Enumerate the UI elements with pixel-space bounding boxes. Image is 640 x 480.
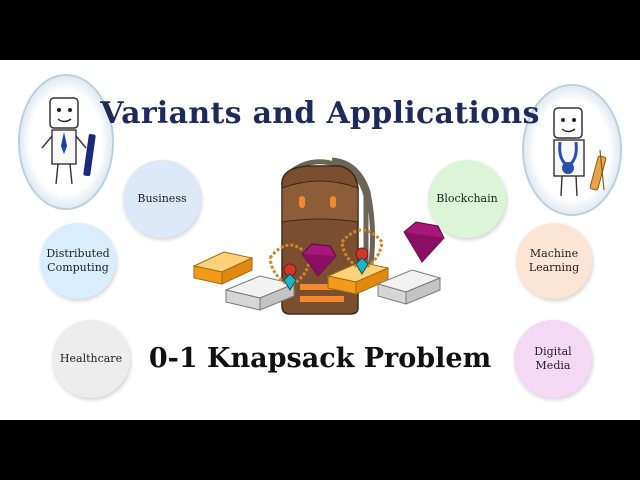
gold-bar-icon	[192, 251, 390, 295]
doctor-with-stethoscope-icon	[553, 107, 607, 197]
silver-bar-icon	[224, 269, 442, 311]
slide: Variants and Applications Business Distr…	[0, 60, 640, 420]
gem-icon	[301, 221, 445, 277]
healthcare-label: Healthcare	[59, 352, 123, 365]
digital-media-bubble: Digital Media	[514, 320, 592, 398]
business-label: Business	[137, 192, 187, 205]
machine-learning-bubble: Machine Learning	[516, 223, 592, 299]
distributed-computing-label: Distributed Computing	[46, 247, 110, 274]
blockchain-bubble: Blockchain	[428, 160, 506, 238]
left-portrait	[20, 76, 112, 208]
healthcare-bubble: Healthcare	[52, 320, 130, 398]
necklace-icon	[268, 228, 384, 291]
machine-learning-label: Machine Learning	[528, 247, 580, 274]
business-bubble: Business	[123, 160, 201, 238]
slide-subtitle: 0-1 Knapsack Problem	[148, 343, 492, 374]
blockchain-label: Blockchain	[436, 192, 498, 205]
slide-title: Variants and Applications	[100, 96, 540, 131]
knapsack-illustration	[192, 157, 445, 315]
right-portrait	[524, 86, 620, 214]
digital-media-label: Digital Media	[534, 345, 572, 372]
distributed-computing-bubble: Distributed Computing	[40, 223, 116, 299]
person-with-pen-icon	[41, 97, 96, 185]
